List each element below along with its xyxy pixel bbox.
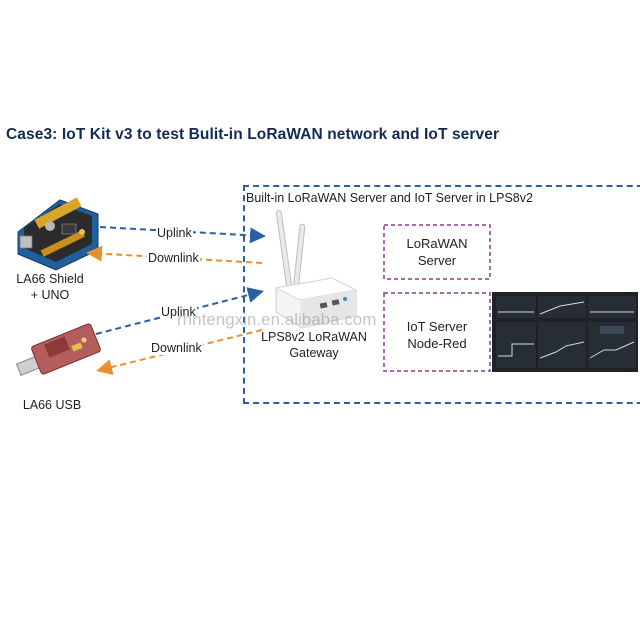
downlink-label-shield: Downlink xyxy=(147,251,200,265)
node-red-dashboard-image xyxy=(492,292,638,372)
server-boundary-label: Built-in LoRaWAN Server and IoT Server i… xyxy=(246,191,533,205)
uplink-label-usb: Uplink xyxy=(160,305,197,319)
uplink-label-shield: Uplink xyxy=(156,226,193,240)
iot-server-box xyxy=(383,292,491,372)
la66-usb-image xyxy=(15,323,101,376)
lorawan-server-label: LoRaWAN Server xyxy=(406,236,468,268)
la66-shield-label: LA66 Shield + UNO xyxy=(16,272,84,302)
la66-shield-uno-image xyxy=(17,197,99,271)
iot-server-label: IoT Server Node-Red xyxy=(406,319,468,351)
downlink-label-usb: Downlink xyxy=(150,341,203,355)
lps8v2-gateway-image xyxy=(274,209,358,329)
gateway-label: LPS8v2 LoRaWAN Gateway xyxy=(261,330,367,360)
watermark: rhntengxin.en.alibaba.com xyxy=(177,310,377,329)
page-title: Case3: IoT Kit v3 to test Bulit-in LoRaW… xyxy=(6,126,500,143)
lps8v2-server-boundary xyxy=(243,185,640,404)
downlink-arrow-shield xyxy=(86,245,263,264)
la66-usb-label: LA66 USB xyxy=(22,398,82,412)
lorawan-server-box xyxy=(383,224,491,280)
